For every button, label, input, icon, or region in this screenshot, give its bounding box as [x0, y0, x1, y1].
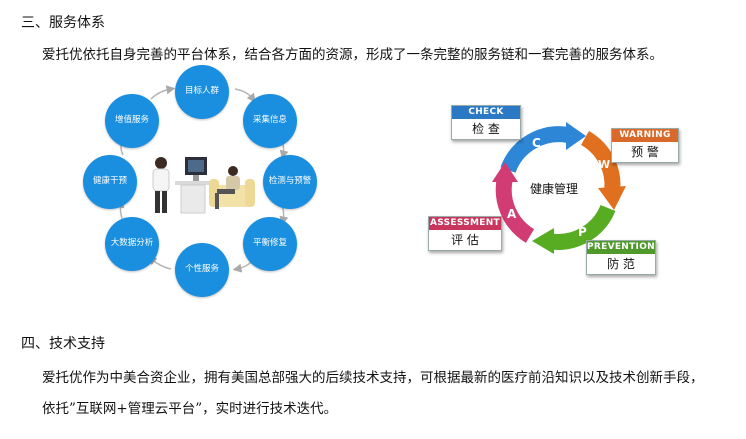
section-3-heading: 三、服务体系: [21, 15, 105, 31]
cycle-letter: W: [598, 158, 611, 171]
cycle-letter: P: [578, 225, 587, 239]
box-body: 检 查: [472, 122, 500, 136]
service-node: 健康干预: [83, 155, 137, 209]
service-node: 采集信息: [243, 94, 297, 148]
check-box: CHECK 检 查: [451, 105, 521, 140]
box-body: 预 警: [631, 145, 659, 159]
service-node: 平衡修复: [243, 217, 297, 271]
prevention-box: PREVENTION 防 范: [586, 240, 656, 275]
service-node: 大数据分析: [105, 217, 159, 271]
health-cycle-arrows: [492, 122, 626, 254]
consultation-illustration: [152, 157, 255, 214]
assessment-box: ASSESSMENT 评 估: [428, 216, 502, 251]
service-node: 个性服务: [175, 243, 229, 297]
cycle-letter: C: [532, 136, 541, 150]
section-4-heading: 四、技术支持: [21, 336, 105, 352]
cycle-letter: A: [507, 207, 517, 221]
warning-box: WARNING 预 警: [611, 128, 679, 163]
health-cycle-diagram: C W P A 健康管理 CHECK 检 查 WARNING 预 警 PREVE…: [420, 100, 685, 280]
box-head: PREVENTION: [587, 241, 655, 254]
box-head: CHECK: [452, 106, 520, 119]
center-label: 健康管理: [530, 182, 579, 196]
section-3-paragraph: 爱托优依托自身完善的平台体系，结合各方面的资源，形成了一条完整的服务链和一套完善…: [42, 47, 663, 63]
service-cycle-diagram: 目标人群 采集信息 检测与预警 平衡修复 个性服务 大数据分析 健康干预 增值服…: [75, 63, 330, 298]
section-4-paragraph-line-2: 依托”互联网+管理云平台”，实时进行技术迭代。: [42, 401, 338, 417]
service-node: 目标人群: [175, 65, 229, 119]
box-head: ASSESSMENT: [429, 217, 501, 230]
section-4-paragraph-line-1: 爱托优作为中美合资企业，拥有美国总部强大的后续技术支持，可根据最新的医疗前沿知识…: [42, 370, 704, 386]
box-body: 防 范: [607, 257, 635, 271]
service-node: 增值服务: [105, 94, 159, 148]
box-head: WARNING: [612, 129, 678, 142]
box-body: 评 估: [451, 233, 479, 247]
service-node: 检测与预警: [263, 155, 317, 209]
